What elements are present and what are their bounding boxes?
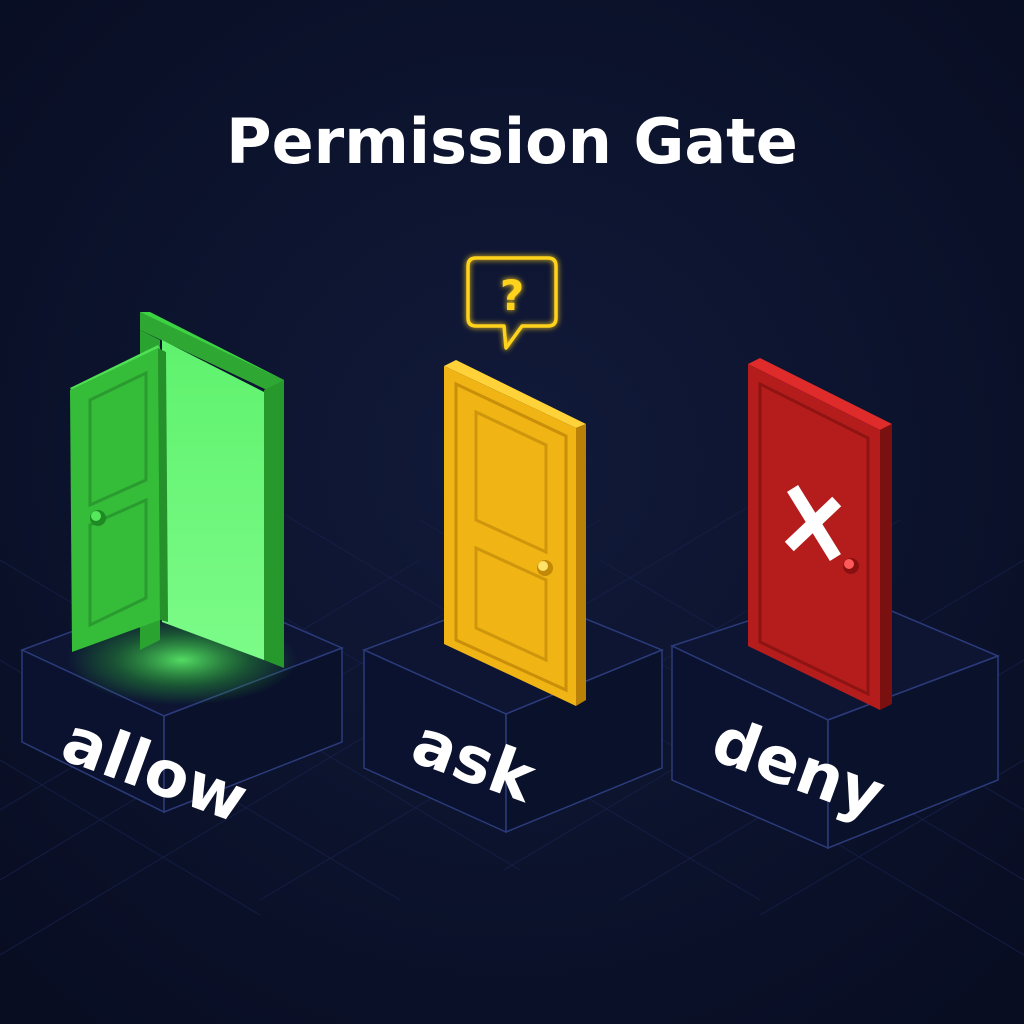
door-ask xyxy=(444,360,586,706)
open-door-icon xyxy=(70,345,168,652)
door-deny xyxy=(748,358,892,710)
platform-ask xyxy=(362,591,664,834)
gate-ask: ? ask xyxy=(362,256,664,834)
lit-doorway xyxy=(162,340,264,660)
question-mark: ? xyxy=(500,271,524,320)
question-bubble-icon: ? xyxy=(466,256,558,350)
x-mark-icon xyxy=(784,485,842,561)
page-title: Permission Gate xyxy=(226,105,798,178)
gate-allow: allow xyxy=(20,312,344,838)
